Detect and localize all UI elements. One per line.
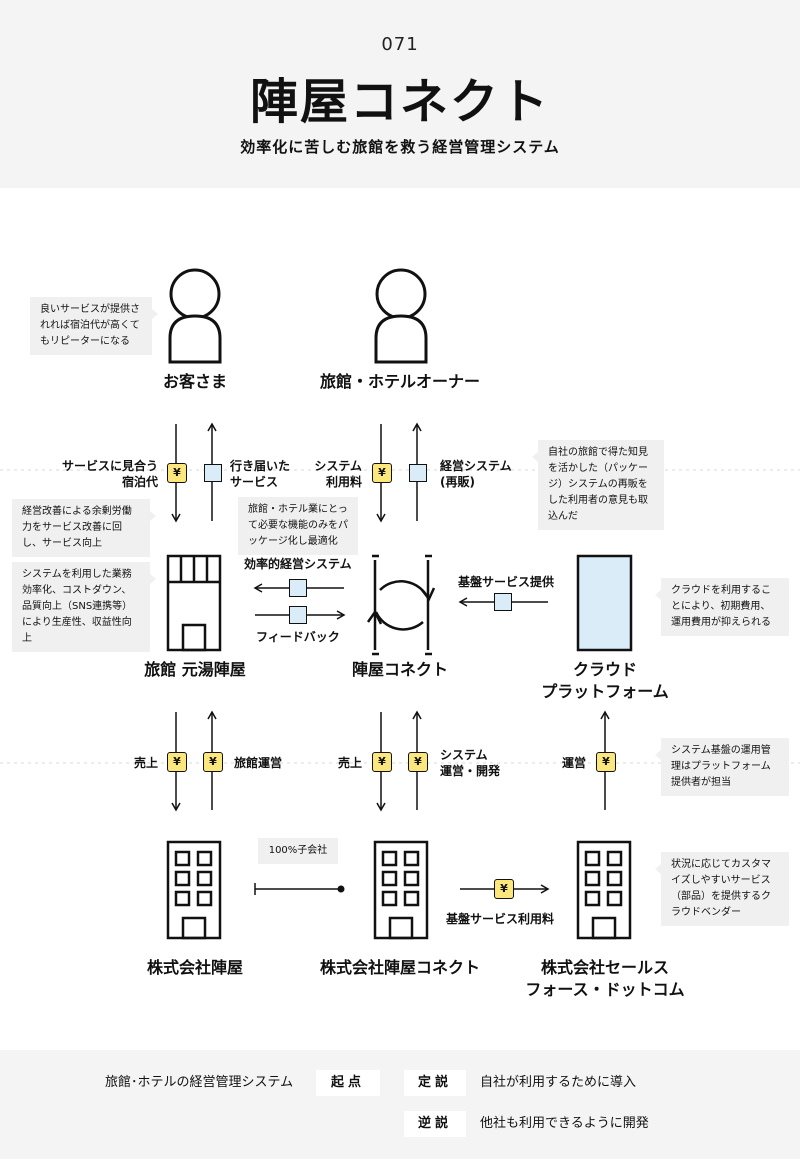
edge-label-mgmt-system-1: 経営システム: [440, 459, 512, 473]
footer-band: [0, 1050, 800, 1159]
note-cloud-cost: クラウドを利用することにより、初期費用、運用費用が抑えられる: [655, 578, 789, 636]
node-salesforce-line1: 株式会社セールス: [540, 958, 669, 977]
edge-label-efficient-system: 効率的経営システム: [244, 557, 352, 571]
yen-badge-system-fee: ¥: [372, 463, 392, 483]
node-ryokan: 旅館 元湯陣屋: [144, 660, 246, 679]
service-badge-feedback: [289, 606, 307, 624]
service-badge: [204, 464, 222, 482]
subsidiary-dot: [337, 885, 345, 893]
node-connect: 陣屋コネクト: [351, 660, 448, 679]
edge-label-ryokan-ops: 旅館運営: [234, 756, 283, 770]
note-package: 旅館・ホテル業にとって必要な機能のみをパッケージ化し最適化: [238, 497, 358, 555]
yen-badge-sales-mid: ¥: [372, 752, 392, 772]
edge-label-base-fee: 基盤サービス利用料: [446, 912, 555, 926]
note-resale: 自社の旅館で得た知見を活かした（パッケージ）システムの再販をした利用者の意見も取…: [532, 440, 664, 530]
yen-badge-sys-ops: ¥: [408, 752, 428, 772]
edge-label-service-1: 行き届いた: [230, 459, 291, 473]
page-title: 陣屋コネクト: [249, 74, 550, 130]
node-cloud-line2: プラットフォーム: [541, 682, 669, 701]
footer-thesis-box: 定説: [404, 1070, 466, 1096]
cloud-platform-icon: [576, 554, 633, 652]
edge-label-feedback: フィードバック: [256, 630, 340, 644]
service-badge-base-service: [494, 593, 512, 611]
salesforce-office-icon: [576, 840, 632, 940]
footer-origin-box: 起点: [316, 1070, 380, 1096]
yen-badge-accommodation: ¥: [167, 463, 187, 483]
edge-label-service-2: サービス: [230, 475, 279, 489]
jinya-corp-office-icon: [166, 840, 222, 940]
edge-label-system-fee-2: 利用料: [325, 475, 362, 489]
node-jinya-corp: 株式会社陣屋: [146, 958, 243, 977]
edge-label-sys-ops-2: 運営・開発: [440, 764, 501, 778]
yen-badge-operation: ¥: [596, 752, 616, 772]
footer-antithesis-text: 他社も利用できるように開発: [480, 1116, 649, 1131]
note-productivity: システムを利用した業務効率化、コストダウン、品質向上（SNS連携等）により生産性…: [12, 562, 156, 652]
note-good-service: 良いサービスが提供されれば宿泊代が高くてもリピーターになる: [30, 297, 158, 355]
yen-badge-sales-left: ¥: [167, 752, 187, 772]
header-band: [0, 0, 800, 188]
edge-label-base-service: 基盤サービス提供: [458, 575, 555, 589]
page-subtitle: 効率化に苦しむ旅館を救う経営管理システム: [240, 138, 560, 156]
note-labor-cost: 経営改善による余剰労働力をサービス改善に回し、サービス向上: [12, 499, 156, 557]
case-number: 071: [381, 34, 419, 55]
ryokan-building-icon: [166, 554, 222, 652]
footer-topic: 旅館･ホテルの経営管理システム: [105, 1075, 294, 1090]
customer-person-icon: [168, 268, 222, 364]
connect-cycle-icon: [366, 554, 436, 656]
edge-label-operation: 運営: [561, 756, 586, 770]
node-owner: 旅館・ホテルオーナー: [319, 372, 480, 391]
service-badge-efficient-system: [289, 579, 307, 597]
edge-label-sales-left: 売上: [133, 756, 158, 770]
yen-badge-ryokan-ops: ¥: [203, 752, 223, 772]
footer-antithesis-box: 逆説: [404, 1111, 466, 1137]
yen-badge-base-fee: ¥: [494, 879, 514, 899]
edge-label-sys-ops-1: システム: [440, 748, 488, 762]
edge-label-service-fee-1: サービスに見合う: [61, 459, 158, 473]
node-salesforce-line2: フォース・ドットコム: [525, 980, 685, 999]
note-platform-provider: システム基盤の運用管理はプラットフォーム提供者が担当: [655, 738, 789, 796]
node-connect-corp: 株式会社陣屋コネクト: [319, 958, 480, 977]
edge-label-service-fee-2: 宿泊代: [121, 475, 158, 489]
service-badge-mgmt-system: [409, 464, 427, 482]
node-customer: お客さま: [162, 372, 227, 391]
footer-thesis-text: 自社が利用するために導入: [480, 1075, 637, 1090]
note-customizable: 状況に応じてカスタマイズしやすいサービス（部品）を提供するクラウドベンダー: [655, 852, 789, 926]
owner-person-icon: [374, 268, 428, 364]
connect-corp-office-icon: [373, 840, 429, 940]
node-cloud-line1: クラウド: [572, 660, 637, 679]
edge-label-subsidiary: 100%子会社: [258, 838, 338, 864]
edge-label-system-fee-1: システム: [314, 459, 362, 473]
edge-label-mgmt-system-2: (再販): [440, 475, 475, 489]
edge-label-sales-mid: 売上: [337, 756, 362, 770]
